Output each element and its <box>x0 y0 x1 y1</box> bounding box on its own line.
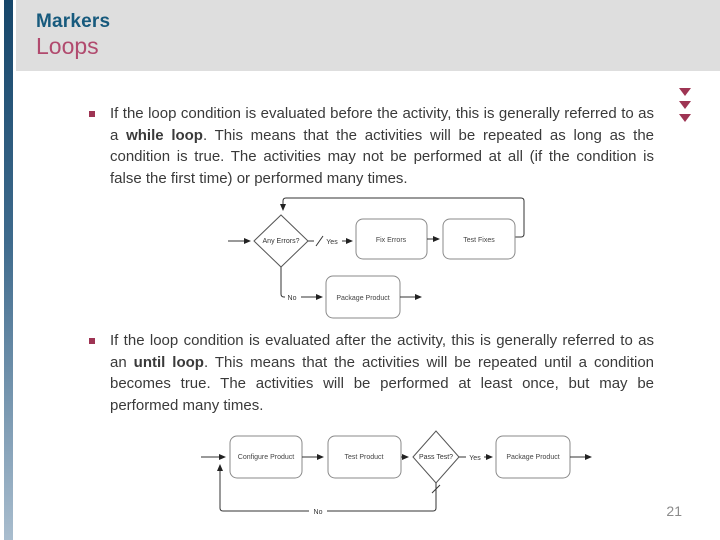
bullet-item-while-loop: If the loop condition is evaluated befor… <box>88 103 654 189</box>
slide-nav-markers <box>679 88 691 122</box>
flow-default-slash <box>431 484 441 494</box>
bullet-text-bold: until loop <box>133 353 204 371</box>
bullet-text: If the loop condition is evaluated befor… <box>110 103 654 189</box>
bullet-text-after: . This means that the activities will be… <box>110 353 655 414</box>
bullet-text-before: If the loop condition is evaluated befor… <box>110 105 654 144</box>
bullet-text-before: If the loop condition is evaluated after… <box>110 332 654 371</box>
page-number: 21 <box>666 503 682 519</box>
slide-pretitle: Markers <box>36 11 111 32</box>
flow-decision-label: Any Errors? <box>263 238 300 245</box>
flow-activity-label: Configure Product <box>238 454 294 461</box>
left-accent-bar <box>4 0 13 540</box>
slide-header: Markers Loops <box>16 0 720 71</box>
while-loop-flowchart: Any Errors? Yes Fix Errors Test Fixes No… <box>228 197 525 319</box>
flow-activity-label: Package Product <box>336 295 389 302</box>
until-loop-flowchart: Configure Product Test Product Pass Test… <box>201 430 592 516</box>
flow-default-slash <box>315 235 324 247</box>
flow-yes-label: Yes <box>326 239 338 246</box>
page-title: Loops <box>36 33 99 59</box>
flow-activity-label: Fix Errors <box>376 237 407 244</box>
flow-activity-label: Test Product <box>345 454 384 461</box>
flow-loopback-arrow <box>280 197 525 238</box>
flow-no-label: No <box>288 295 297 302</box>
bullet-item-until-loop: If the loop condition is evaluated after… <box>88 330 654 416</box>
down-triangle-icon <box>679 88 691 96</box>
down-triangle-icon <box>679 114 691 122</box>
bullet-text-after: . This means that the activities will be… <box>110 126 655 187</box>
flow-activity-label: Package Product <box>506 454 559 461</box>
flow-yes-label: Yes <box>469 455 481 462</box>
bullet-text-bold: while loop <box>126 126 203 144</box>
flow-activity-label: Test Fixes <box>463 237 495 244</box>
flow-no-label: No <box>314 509 323 516</box>
flow-decision-label: Pass Test? <box>419 454 453 461</box>
flow-loopback-arrow <box>217 464 309 512</box>
flow-line <box>327 483 437 512</box>
bullet-text: If the loop condition is evaluated after… <box>110 330 654 416</box>
square-bullet-icon <box>89 111 95 117</box>
flow-line <box>280 267 285 298</box>
square-bullet-icon <box>89 338 95 344</box>
down-triangle-icon <box>679 101 691 109</box>
flow-activity-box <box>442 218 516 260</box>
